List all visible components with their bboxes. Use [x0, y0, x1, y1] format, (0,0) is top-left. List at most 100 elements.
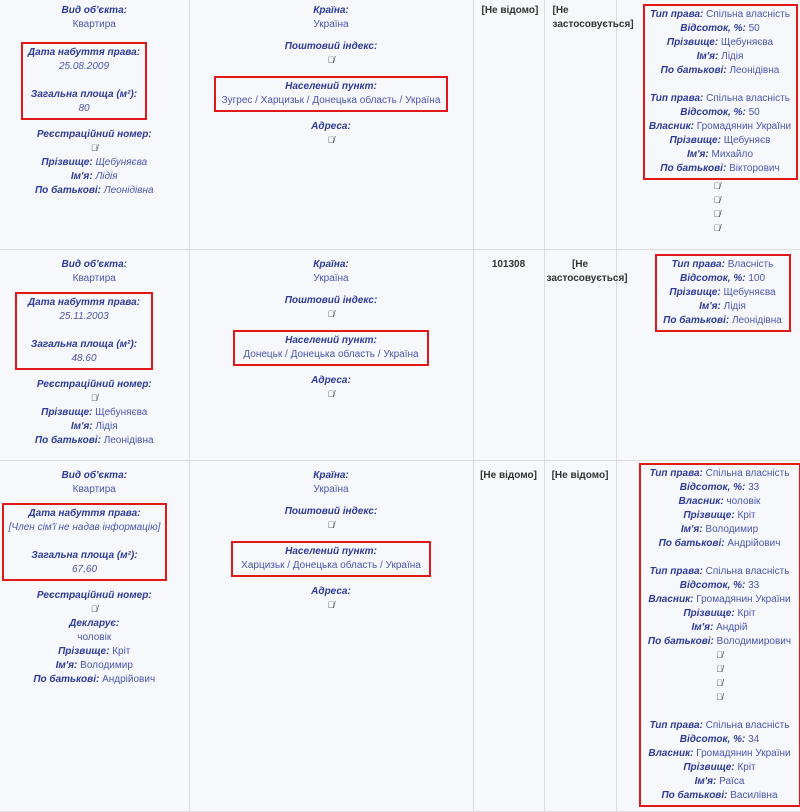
patronymic-label: По батькові:: [661, 790, 727, 801]
eye-slash-icon[interactable]: 👁̸: [89, 393, 99, 403]
eye-slash-icon[interactable]: 👁̸: [712, 223, 722, 233]
country-value: Україна: [192, 18, 471, 32]
surname-value: Щебуняєва: [95, 157, 147, 168]
locality-value: Зугрес / Харцизьк / Донецька область / У…: [222, 94, 441, 108]
locality-label: Населений пункт:: [243, 334, 418, 348]
right-type-value: Спільна власність: [706, 720, 790, 731]
reg-no-label: Реєстраційний номер:: [2, 589, 187, 603]
object-cell: Вид об'єкта: Квартира Дата набуття права…: [0, 249, 189, 460]
surname-label: Прізвище:: [670, 135, 721, 146]
area-label: Загальна площа (м²):: [23, 88, 145, 102]
eye-slash-icon[interactable]: 👁̸: [715, 664, 725, 674]
object-type-value: Квартира: [2, 272, 187, 286]
name-value: Раїса: [719, 776, 744, 787]
eye-slash-icon[interactable]: 👁̸: [712, 181, 722, 191]
reg-no-label: Реєстраційний номер:: [2, 378, 187, 392]
patronymic-label: По батькові:: [663, 315, 729, 326]
share-label: Відсоток, %:: [680, 273, 746, 284]
locality-value: Донецьк / Донецька область / Україна: [243, 348, 418, 362]
locality-box: Населений пункт: Донецьк / Донецька обла…: [233, 330, 428, 366]
share-value: 34: [748, 734, 759, 745]
acquired-label: Дата набуття права:: [4, 507, 165, 521]
name-value: Володимир: [705, 524, 758, 535]
name-label: Ім'я:: [699, 301, 721, 312]
eye-slash-icon[interactable]: 👁̸: [715, 650, 725, 660]
acquired-label: Дата набуття права:: [23, 46, 145, 60]
share-label: Відсоток, %:: [680, 580, 746, 591]
eye-slash-icon[interactable]: 👁̸: [89, 143, 99, 153]
location-cell: Країна: Україна Поштовий індекс: 👁̸ Насе…: [189, 249, 473, 460]
valuation-value-b: застосовується]: [547, 272, 614, 286]
cost-value: [Не відомо]: [482, 5, 539, 16]
eye-slash-icon[interactable]: 👁̸: [326, 309, 336, 319]
patronymic-value: Андрійович: [727, 538, 780, 549]
country-value: Україна: [192, 272, 471, 286]
right-type-label: Тип права:: [650, 566, 703, 577]
share-value: 33: [748, 482, 759, 493]
acquired-label: Дата набуття права:: [17, 296, 151, 310]
rights-cell: Тип права: Власність Відсоток, %: 100 Пр…: [616, 249, 800, 460]
owner-value: чоловік: [726, 496, 760, 507]
owner-value: Громадянин України: [696, 748, 790, 759]
valuation-cell: [Не відомо]: [544, 460, 616, 811]
share-label: Відсоток, %:: [680, 734, 746, 745]
surname-label: Прізвище:: [669, 287, 720, 298]
right-type-label: Тип права:: [650, 468, 703, 479]
eye-slash-icon[interactable]: 👁̸: [712, 195, 722, 205]
surname-value: Щебуняєва: [723, 287, 775, 298]
patronymic-label: По батькові:: [648, 636, 714, 647]
object-type-label: Вид об'єкта:: [2, 469, 187, 483]
patronymic-label: По батькові:: [33, 674, 99, 685]
eye-slash-icon[interactable]: 👁̸: [326, 600, 336, 610]
area-value: 67,60: [4, 563, 165, 577]
name-label: Ім'я:: [687, 149, 709, 160]
name-value: Михайло: [712, 149, 753, 160]
patronymic-value: Леонідівна: [729, 65, 779, 76]
eye-slash-icon[interactable]: 👁̸: [326, 55, 336, 65]
valuation-value-a: [Не: [547, 258, 614, 272]
share-label: Відсоток, %:: [680, 482, 746, 493]
eye-slash-icon[interactable]: 👁̸: [326, 389, 336, 399]
surname-value: Щебуняєва: [95, 407, 147, 418]
owner-label: Власник:: [649, 121, 694, 132]
name-value: Андрій: [716, 622, 747, 633]
owner-label: Власник:: [648, 594, 693, 605]
name-label: Ім'я:: [695, 776, 717, 787]
acquired-value: 25.08.2009: [23, 60, 145, 74]
postal-label: Поштовий індекс:: [192, 505, 471, 519]
locality-value: Харцизьк / Донецька область / Україна: [241, 559, 421, 573]
rights-box: Тип права: Спільна власність Відсоток, %…: [639, 463, 800, 807]
cost-cell: [Не відомо]: [473, 0, 544, 249]
locality-label: Населений пункт:: [241, 545, 421, 559]
surname-label: Прізвище:: [683, 762, 734, 773]
object-cell: Вид об'єкта: Квартира Дата набуття права…: [0, 460, 189, 811]
declarant-label: Декларує:: [2, 617, 187, 631]
surname-label: Прізвище:: [683, 608, 734, 619]
rights-box: Тип права: Власність Відсоток, %: 100 Пр…: [655, 254, 791, 332]
eye-slash-icon[interactable]: 👁̸: [326, 135, 336, 145]
surname-label: Прізвище:: [58, 646, 109, 657]
eye-slash-icon[interactable]: 👁̸: [326, 520, 336, 530]
eye-slash-icon[interactable]: 👁̸: [715, 678, 725, 688]
right-type-label: Тип права:: [650, 720, 703, 731]
share-value: 50: [749, 23, 760, 34]
surname-value: Кріт: [737, 608, 755, 619]
right-type-label: Тип права:: [672, 259, 725, 270]
share-value: 50: [749, 107, 760, 118]
postal-label: Поштовий індекс:: [192, 294, 471, 308]
acquisition-box: Дата набуття права: 25.08.2009 Загальна …: [21, 42, 147, 120]
name-value: Лідія: [724, 301, 746, 312]
name-label: Ім'я:: [71, 421, 93, 432]
eye-slash-icon[interactable]: 👁̸: [89, 604, 99, 614]
surname-value: Кріт: [112, 646, 130, 657]
share-label: Відсоток, %:: [680, 23, 746, 34]
valuation-value-a: [Не: [553, 4, 614, 18]
area-label: Загальна площа (м²):: [4, 549, 165, 563]
eye-slash-icon[interactable]: 👁̸: [715, 692, 725, 702]
eye-slash-icon[interactable]: 👁̸: [712, 209, 722, 219]
patronymic-value: Леонідівна: [104, 185, 154, 196]
name-label: Ім'я:: [681, 524, 703, 535]
patronymic-label: По батькові:: [661, 65, 727, 76]
patronymic-label: По батькові:: [35, 185, 101, 196]
owner-label: Власник:: [648, 748, 693, 759]
